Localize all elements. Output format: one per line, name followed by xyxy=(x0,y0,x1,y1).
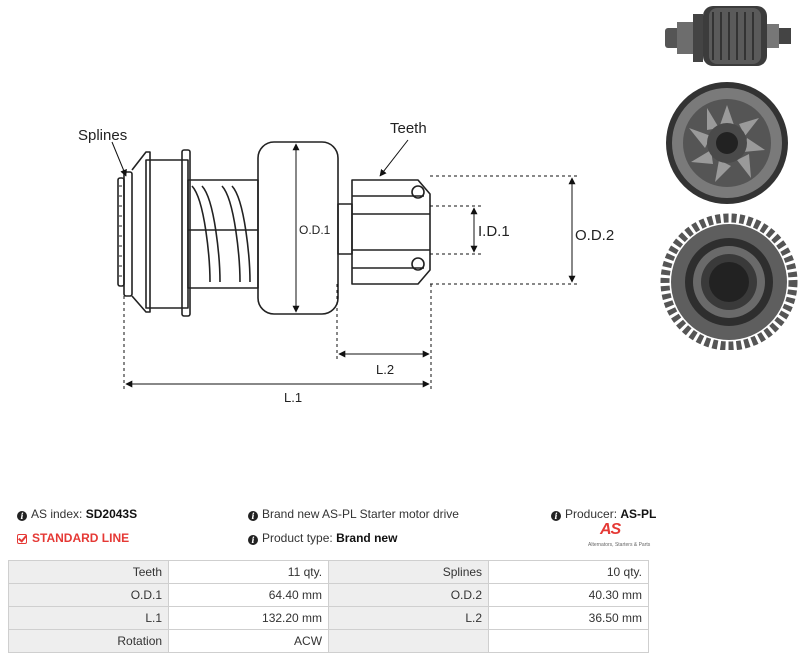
table-row: Rotation ACW xyxy=(7,629,649,653)
dimension-lines xyxy=(111,139,578,390)
producer-value: AS-PL xyxy=(620,507,657,521)
table-row: Teeth 11 qty. Splines 10 qty. xyxy=(7,560,649,584)
l1-label: L.1 xyxy=(284,390,302,405)
spec-value: 132.20 mm xyxy=(168,606,330,630)
spec-value: 64.40 mm xyxy=(168,583,330,607)
spec-label: Splines xyxy=(328,560,490,584)
spec-label: L.1 xyxy=(7,606,170,630)
spec-value xyxy=(488,629,649,653)
as-index: i AS index: SD2043S xyxy=(17,507,137,521)
splines-label: Splines xyxy=(78,127,127,144)
id1-label: I.D.1 xyxy=(478,223,510,240)
as-index-label: AS index: xyxy=(31,507,83,521)
product-type-label: Product type: xyxy=(262,531,333,545)
producer: i Producer: AS-PL xyxy=(551,507,656,521)
drive-outline xyxy=(117,141,431,317)
spec-value: 36.50 mm xyxy=(488,606,649,630)
spec-label xyxy=(328,629,490,653)
table-row: O.D.1 64.40 mm O.D.2 40.30 mm xyxy=(7,583,649,607)
info-icon: i xyxy=(248,535,258,545)
photo-side-view xyxy=(665,6,791,66)
description: i Brand new AS-PL Starter motor drive xyxy=(248,507,459,521)
spec-label: O.D.1 xyxy=(7,583,170,607)
teeth-label: Teeth xyxy=(390,120,427,137)
description-text: Brand new AS-PL Starter motor drive xyxy=(262,507,459,521)
product-type: i Product type: Brand new xyxy=(248,531,397,545)
specs-table: Teeth 11 qty. Splines 10 qty. O.D.1 64.4… xyxy=(7,560,649,653)
l2-label: L.2 xyxy=(376,362,394,377)
technical-drawing: Splines Teeth O.D.1 I.D.1 O.D.2 L.2 L.1 xyxy=(78,120,614,405)
spec-value: 10 qty. xyxy=(488,560,649,584)
as-index-value: SD2043S xyxy=(85,507,138,521)
spec-label: Rotation xyxy=(7,629,170,653)
info-icon: i xyxy=(17,511,27,521)
od1-label: O.D.1 xyxy=(299,223,331,237)
spec-label: L.2 xyxy=(328,606,490,630)
table-row: L.1 132.20 mm L.2 36.50 mm xyxy=(7,606,649,630)
logo-mark: AS xyxy=(600,521,621,538)
checkbox-checked-icon xyxy=(17,534,27,544)
logo-tagline: Alternators, Starters & Parts xyxy=(588,542,651,548)
info-icon: i xyxy=(248,511,258,521)
producer-label: Producer: xyxy=(565,507,618,521)
od2-label: O.D.2 xyxy=(575,227,614,244)
as-pl-logo: AS Alternators, Starters & Parts xyxy=(588,521,650,553)
photo-gear-view xyxy=(660,213,798,350)
spec-value: ACW xyxy=(168,629,330,653)
product-photos xyxy=(660,6,798,350)
spec-value: 11 qty. xyxy=(168,560,330,584)
standard-line: STANDARD LINE xyxy=(17,531,129,545)
product-type-value: Brand new xyxy=(336,531,398,545)
spec-value: 40.30 mm xyxy=(488,583,649,607)
standard-line-label: STANDARD LINE xyxy=(32,531,130,545)
info-icon: i xyxy=(551,511,561,521)
spec-label: O.D.2 xyxy=(328,583,490,607)
photo-end-view xyxy=(666,82,788,204)
spec-label: Teeth xyxy=(7,560,170,584)
